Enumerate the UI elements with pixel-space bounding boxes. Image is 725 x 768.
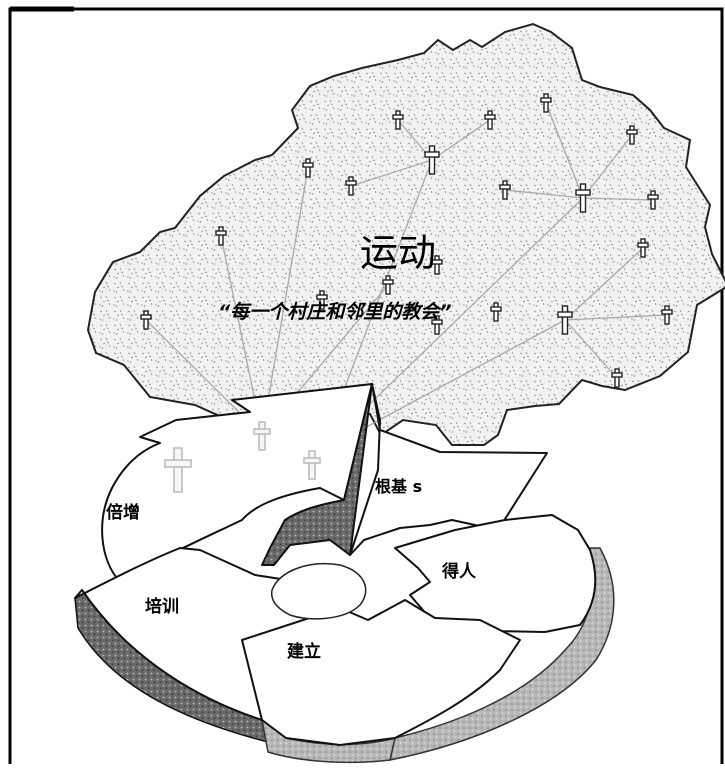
- stage-label-roots: 根基 s: [375, 477, 423, 496]
- diagram-subtitle: “每一个村庄和邻里的教会”: [218, 301, 452, 323]
- arrow-roots: [261, 383, 373, 566]
- stage-label-win: 得人: [442, 562, 476, 582]
- faded-crosses: [164, 421, 321, 493]
- stage-label-multiply: 倍增: [106, 503, 140, 523]
- church-crosses: [140, 93, 673, 388]
- stage-label-build: 建立: [287, 642, 321, 662]
- diagram-title: 运动: [360, 231, 437, 275]
- frame-border: [8, 7, 724, 768]
- arrow-roots-top: [349, 383, 548, 556]
- stage-label-train: 培训: [145, 597, 179, 617]
- cycle-arrows: [74, 383, 597, 746]
- cycle-hub: [270, 563, 367, 620]
- arrow-multiply: [101, 383, 373, 583]
- arrow-build: [241, 599, 521, 746]
